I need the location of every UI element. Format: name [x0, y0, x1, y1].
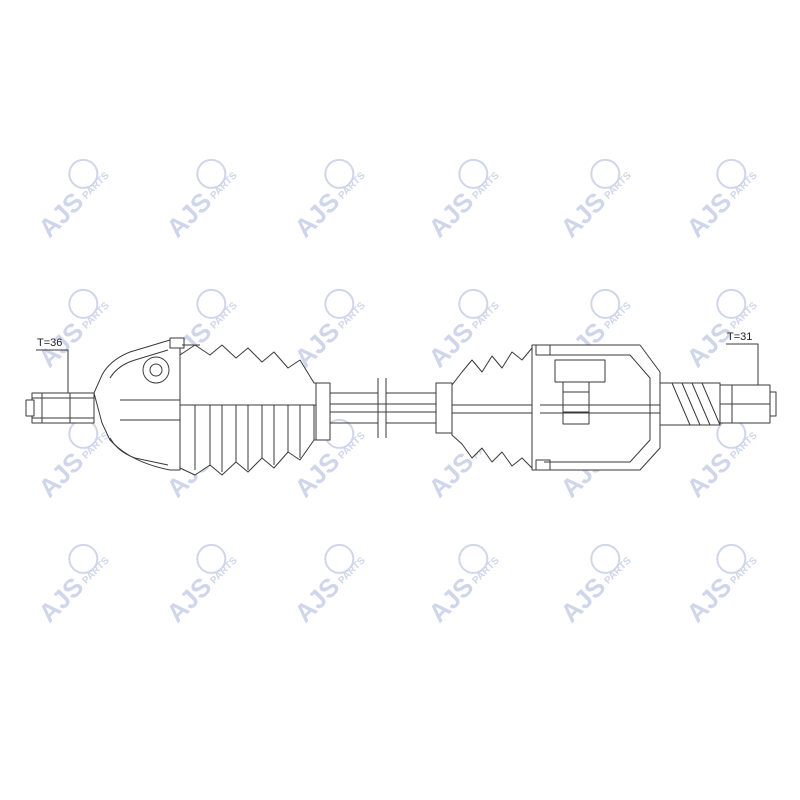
left-boot [179, 344, 331, 476]
right-torque-label: T=31 [727, 331, 752, 343]
watermark-sub: PARTS [728, 555, 759, 586]
right-label-leader [726, 343, 759, 385]
watermark-sub: PARTS [470, 555, 501, 586]
right-stub-shaft [659, 382, 777, 426]
watermark-sub: PARTS [728, 430, 759, 461]
watermark-sub: PARTS [470, 170, 501, 201]
watermark-sub: PARTS [728, 300, 759, 331]
watermark-sub: PARTS [80, 170, 111, 201]
watermark-sub: PARTS [728, 170, 759, 201]
right-cv-joint [531, 344, 661, 471]
watermark-sub: PARTS [336, 555, 367, 586]
left-label-leader [36, 349, 69, 393]
left-stub-shaft [25, 392, 95, 424]
right-boot [435, 347, 533, 469]
drive-shaft [25, 337, 777, 476]
watermark-sub: PARTS [602, 170, 633, 201]
watermark-sub: PARTS [602, 300, 633, 331]
watermark-sub: PARTS [336, 430, 367, 461]
watermark-sub: PARTS [602, 555, 633, 586]
watermark-sub: PARTS [80, 555, 111, 586]
watermark-sub: PARTS [208, 300, 239, 331]
watermark-sub: PARTS [470, 300, 501, 331]
left-torque-label: T=36 [37, 337, 62, 349]
watermark-sub: PARTS [208, 170, 239, 201]
left-cv-joint [93, 337, 200, 471]
watermark-sub: PARTS [208, 555, 239, 586]
intermediate-shaft [330, 378, 440, 438]
watermark-sub: PARTS [336, 300, 367, 331]
watermark-sub: PARTS [336, 170, 367, 201]
watermark-sub: PARTS [80, 300, 111, 331]
